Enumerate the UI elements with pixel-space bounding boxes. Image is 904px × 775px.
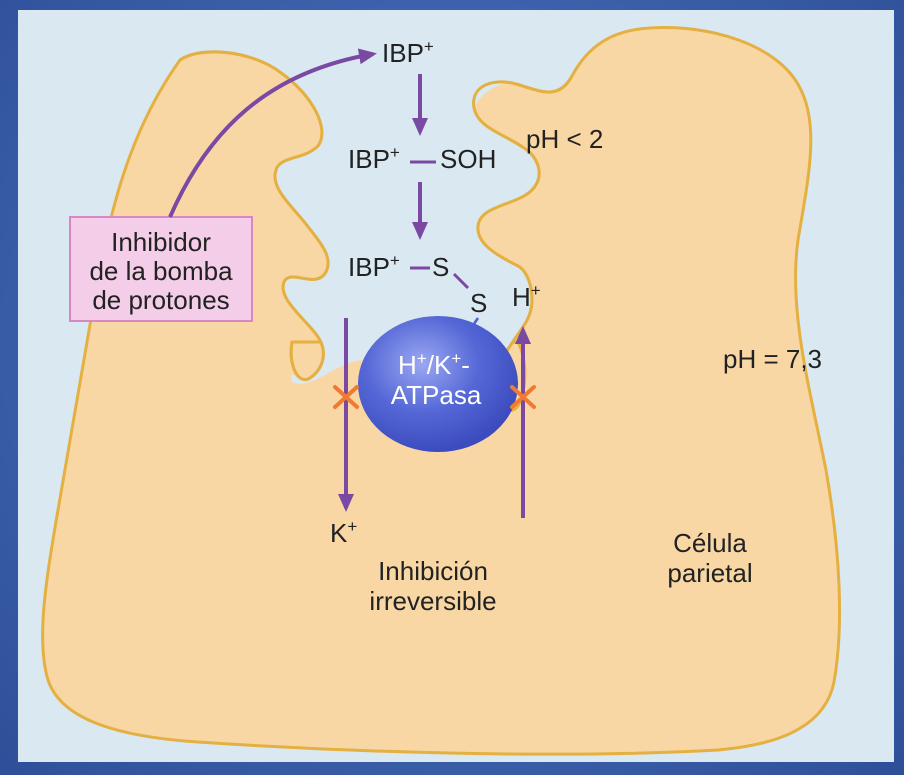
inhibitor-label-1: Inhibidor xyxy=(111,227,211,257)
cysteine-s-label: S xyxy=(470,288,487,318)
figure-panel: Inhibidor de la bomba de protones IBP+ I… xyxy=(18,10,894,762)
cell-label-1: Célula xyxy=(673,528,747,558)
proton-pump-diagram: Inhibidor de la bomba de protones IBP+ I… xyxy=(18,10,894,762)
inhibition-label-1: Inhibición xyxy=(378,556,488,586)
cell-label-2: parietal xyxy=(667,558,752,588)
ph-lumen-label: pH < 2 xyxy=(526,124,603,154)
inhibition-label-2: irreversible xyxy=(369,586,496,616)
ph-cell-label: pH = 7,3 xyxy=(723,344,822,374)
inhibitor-label-2: de la bomba xyxy=(89,256,233,286)
ibp-soh-label-b: SOH xyxy=(440,144,496,174)
enzyme-label-2: ATPasa xyxy=(391,380,482,410)
ibp-s-label-b: S xyxy=(432,252,449,282)
inhibitor-label-3: de protones xyxy=(92,285,229,315)
